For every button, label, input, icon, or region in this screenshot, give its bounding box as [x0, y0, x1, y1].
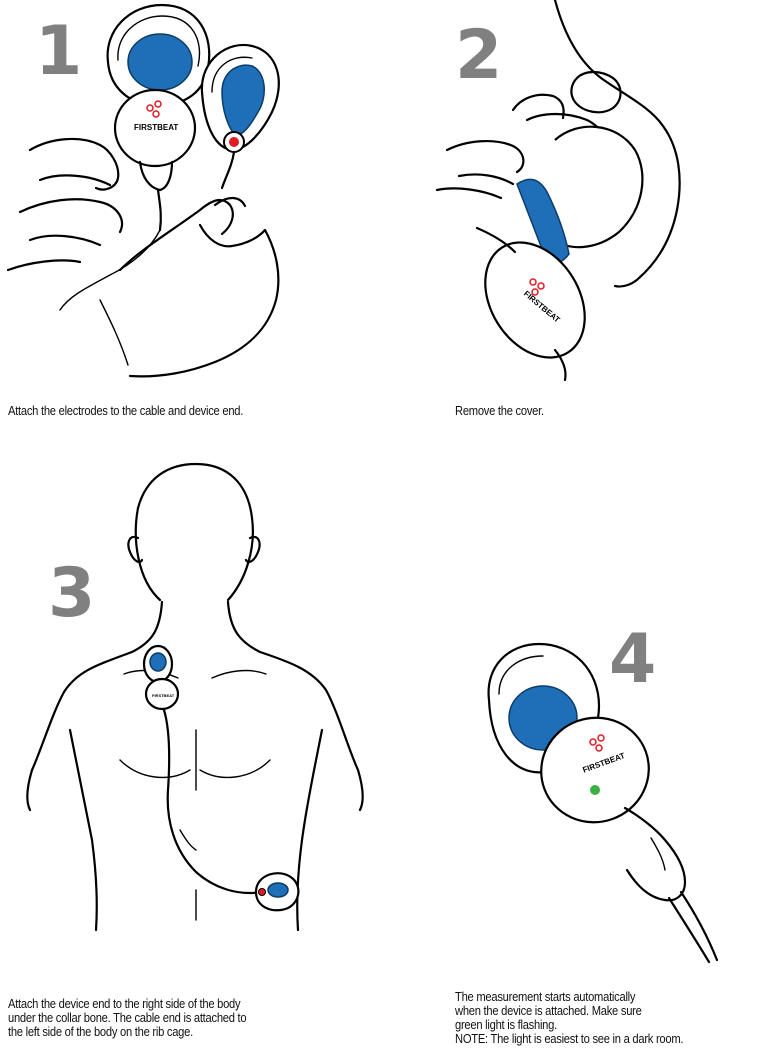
left-hand: [8, 139, 122, 270]
status-light-green: [590, 785, 600, 795]
caption-line: the left side of the body on the rib cag…: [8, 1025, 246, 1039]
electrode-gel-upper: [150, 653, 166, 671]
caption-line: when the device is attached. Make sure: [455, 1004, 683, 1018]
electrode-gel-left: [128, 34, 192, 90]
step-2-illustration: FIRSTBEAT: [387, 0, 774, 380]
step-1-illustration: FIRSTBEAT: [0, 0, 387, 380]
caption-line: The measurement starts automatically: [455, 990, 683, 1004]
caption-line: NOTE: The light is easiest to see in a d…: [455, 1032, 683, 1046]
device-brand-label: FIRSTBEAT: [152, 693, 175, 698]
caption-line: green light is flashing.: [455, 1018, 683, 1032]
body-head: [136, 464, 253, 600]
step-3-panel: 3 FIRSTBEAT Attach the device end to the…: [0, 430, 387, 1063]
step-2-panel: 2 FIRSTBEAT Remove the cover.: [387, 0, 774, 430]
device-cover: [553, 127, 642, 247]
step-1-panel: 1 FIRSTBEAT Attach the electrodes to the…: [0, 0, 387, 430]
right-hand: [120, 198, 278, 376]
step-3-caption: Attach the device end to the right side …: [8, 997, 246, 1039]
caption-line: Attach the device end to the right side …: [8, 997, 246, 1011]
cable-connector-red-dot: [259, 889, 266, 896]
step-4-caption: The measurement starts automatically whe…: [455, 990, 683, 1046]
step-2-caption: Remove the cover.: [455, 404, 544, 418]
caption-line: Remove the cover.: [455, 404, 544, 418]
step-4-illustration: FIRSTBEAT: [387, 430, 774, 970]
step-1-caption: Attach the electrodes to the cable and d…: [8, 404, 243, 418]
step-4-panel: 4 FIRSTBEAT The measurement starts autom…: [387, 430, 774, 1063]
step-3-illustration: FIRSTBEAT: [0, 430, 387, 970]
device-brand-label: FIRSTBEAT: [134, 123, 178, 132]
caption-line: under the collar bone. The cable end is …: [8, 1011, 246, 1025]
electrode-gel-lower: [268, 883, 288, 897]
caption-line: Attach the electrodes to the cable and d…: [8, 404, 243, 418]
cable: [164, 710, 262, 893]
cable-connector-red-dot: [229, 137, 239, 147]
body-torso: [27, 602, 162, 810]
lower-hand: [437, 141, 523, 252]
